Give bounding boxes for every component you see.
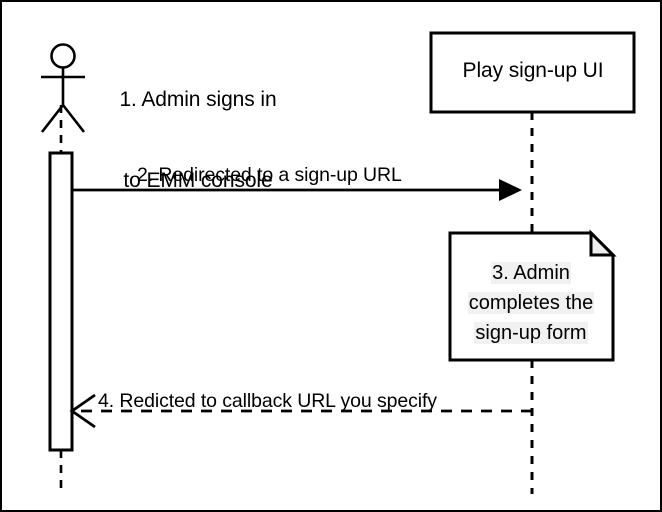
actor-left-leg-line <box>40 104 65 133</box>
note-line-3: sign-up form <box>474 322 588 344</box>
message-4-arrowhead <box>69 393 96 429</box>
note-line-1: 3. Admin <box>491 262 571 284</box>
message-2-arrowhead <box>499 179 522 201</box>
note-fold-corner-icon <box>589 229 617 257</box>
participant-label-play-signup-ui: Play sign-up UI <box>462 59 604 82</box>
message-4-label: 4. Redicted to callback URL you specify <box>98 390 437 412</box>
note-line-2: completes the <box>467 292 595 314</box>
step-1-line-1: 1. Admin signs in <box>119 88 277 111</box>
step-1-line-2: to EMM console <box>123 169 273 192</box>
actor-right-leg-line <box>61 104 86 133</box>
actor-head-icon <box>50 43 76 69</box>
step-1-annotation: 1. Admin signs in to EMM console <box>94 32 302 248</box>
actor-activation-bar <box>48 151 74 452</box>
note-text-block: 3. Admin completes the sign-up form <box>452 258 610 348</box>
message-2-label: 2. Redirected to a sign-up URL <box>137 164 402 186</box>
admin-actor-figure <box>40 43 86 133</box>
